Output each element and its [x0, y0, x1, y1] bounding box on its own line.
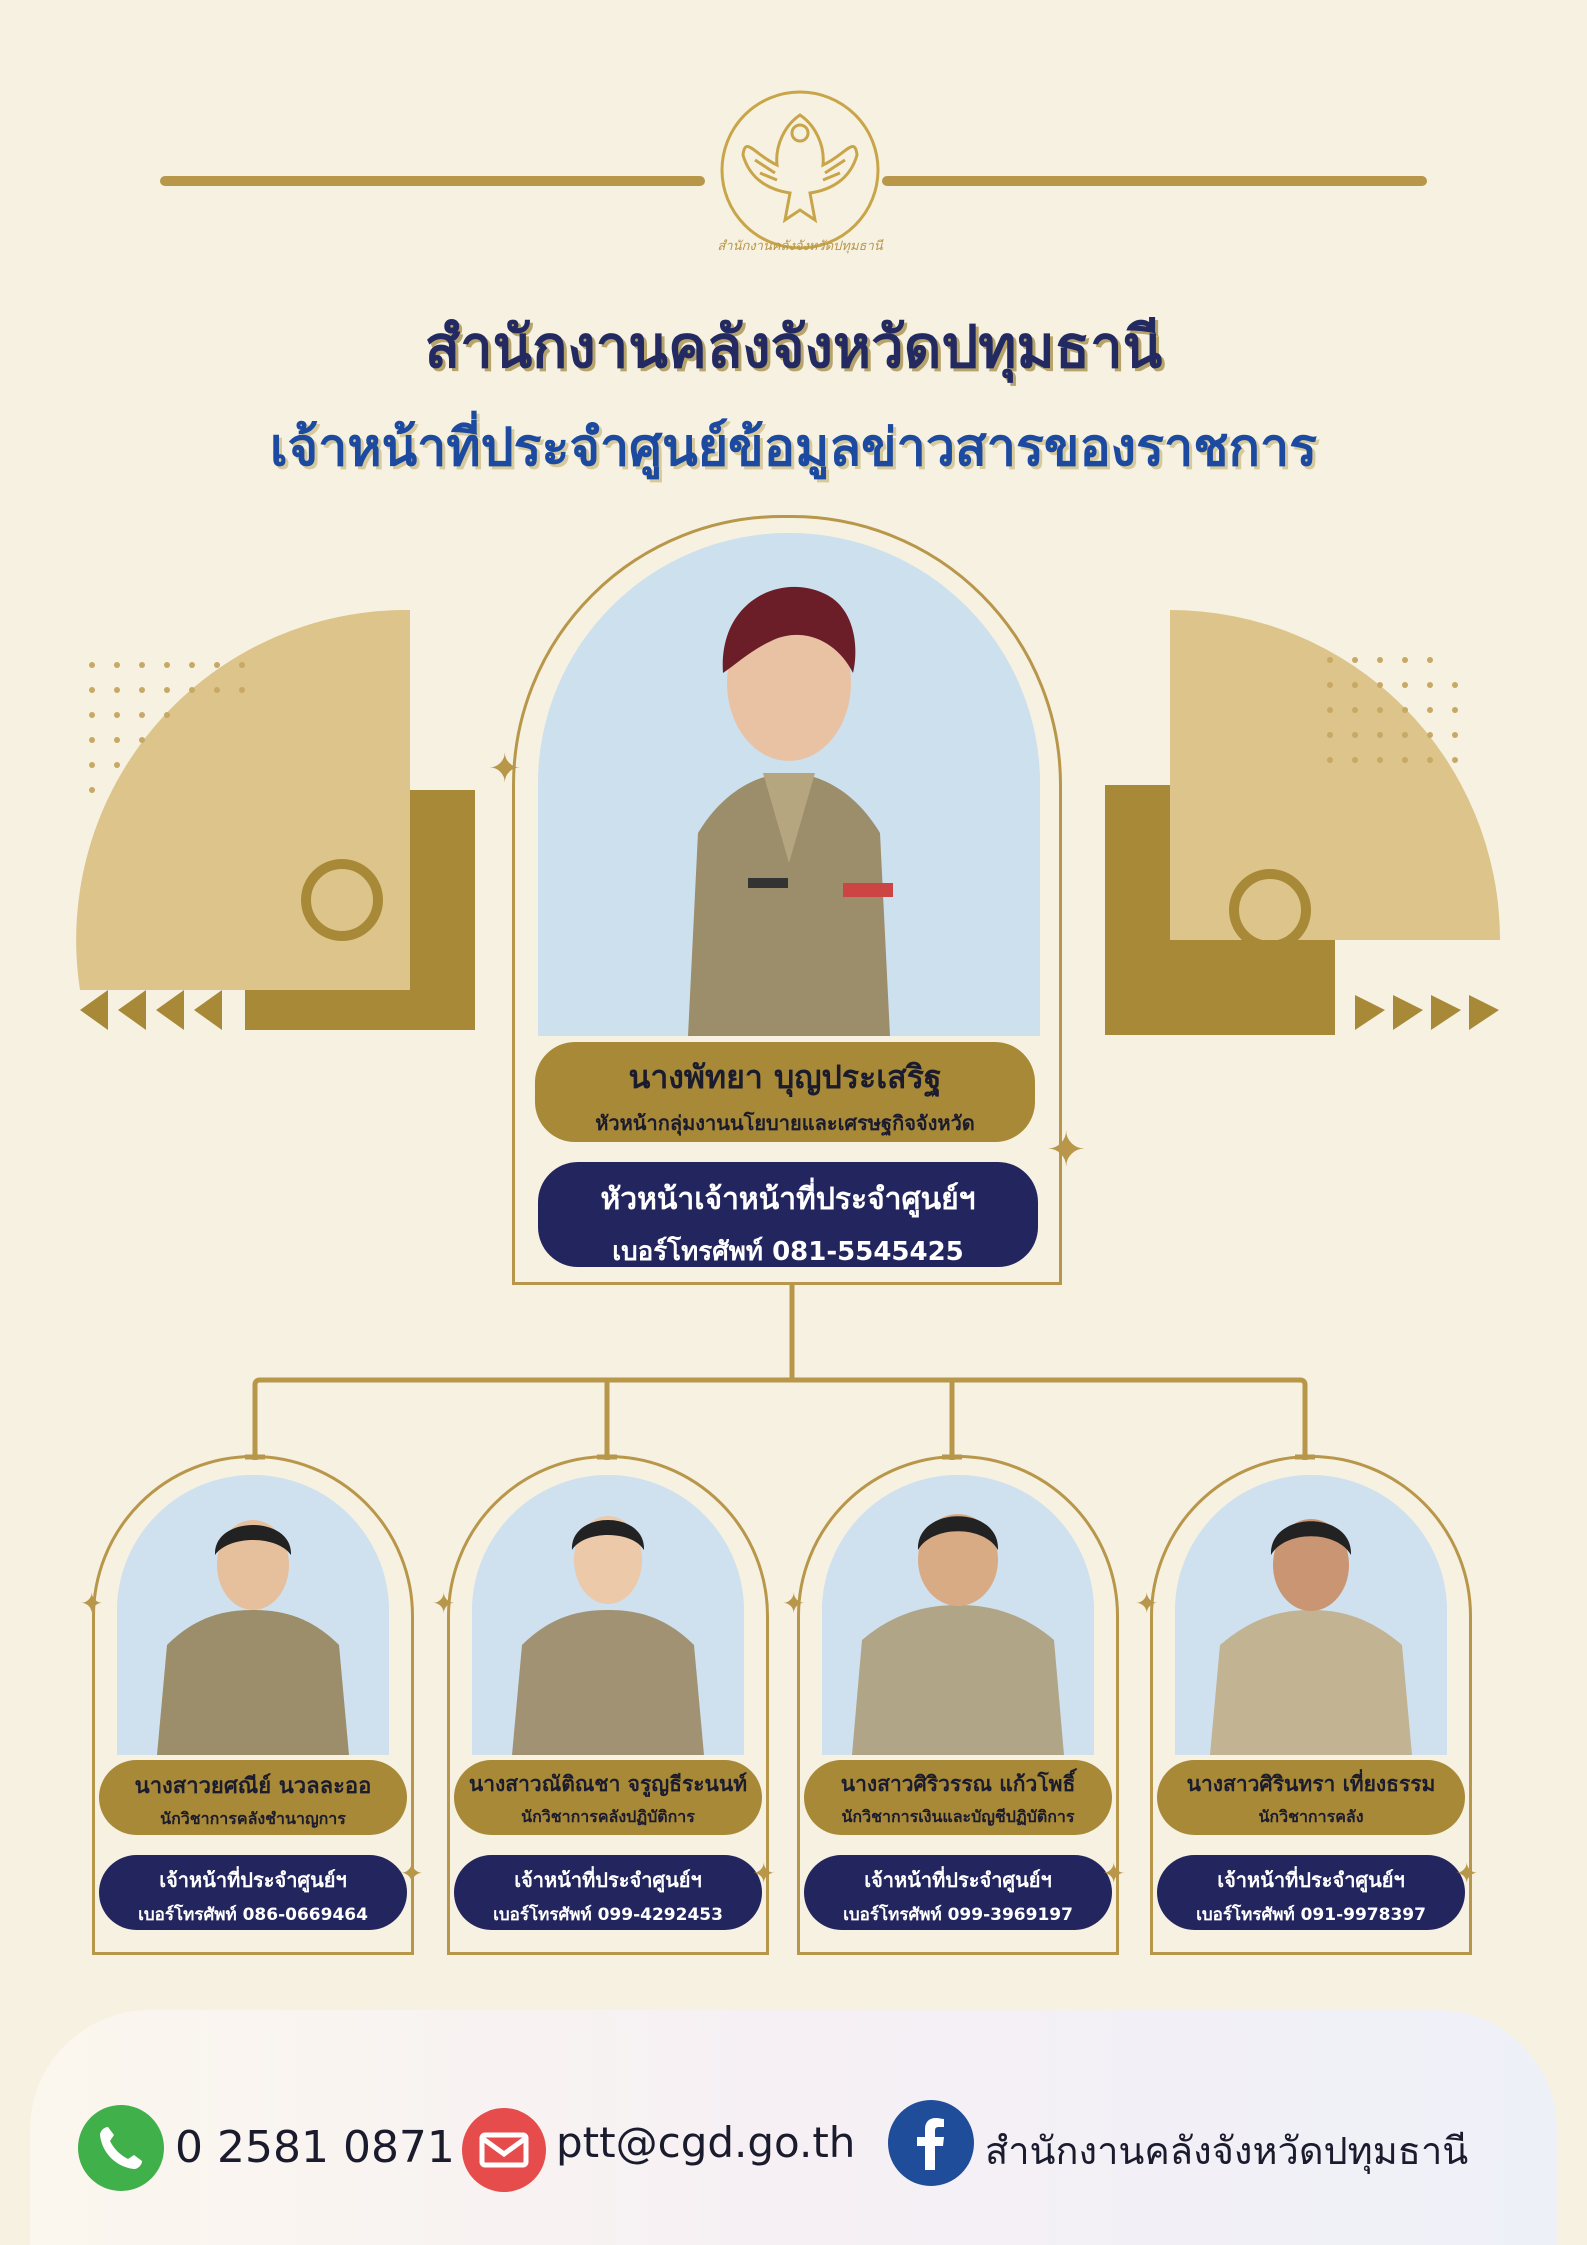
left-decoration	[76, 610, 475, 1030]
staff-photo	[822, 1475, 1094, 1755]
right-decoration	[1105, 610, 1500, 1035]
staff-rolebox: เจ้าหน้าที่ประจำศูนย์ฯ เบอร์โทรศัพท์ 099…	[804, 1855, 1112, 1930]
head-officer-phone: เบอร์โทรศัพท์ 081-5545425	[612, 1237, 964, 1267]
staff-frame	[447, 1455, 769, 1955]
staff-name: นางสาวศิรินทรา เที่ยงธรรม	[1186, 1772, 1436, 1796]
person-photo-icon	[538, 533, 1040, 1036]
emblem-caption: สำนักงานคลังจังหวัดปทุมธานี	[717, 239, 883, 254]
sparkle-icon: ✦	[1046, 1122, 1087, 1178]
staff-position: นักวิชาการคลังปฏิบัติการ	[521, 1807, 695, 1826]
staff-namebox: นางสาวณัติณชา จรูญธีระนนท์ นักวิชาการคลั…	[454, 1760, 762, 1835]
staff-photo	[1175, 1475, 1447, 1755]
head-officer-namebox: นางพัทยา บุญประเสริฐ หัวหน้ากลุ่มงานนโยบ…	[535, 1042, 1035, 1142]
staff-rolebox: เจ้าหน้าที่ประจำศูนย์ฯ เบอร์โทรศัพท์ 099…	[454, 1855, 762, 1930]
staff-card: นางสาวยศณีย์ นวลละออ นักวิชาการคลังชำนาญ…	[92, 1455, 414, 1955]
sparkle-icon: ✦	[432, 1587, 456, 1620]
phone-icon	[78, 2105, 164, 2191]
staff-name: นางสาวณัติณชา จรูญธีระนนท์	[468, 1772, 748, 1796]
staff-card: นางสาวณัติณชา จรูญธีระนนท์ นักวิชาการคลั…	[447, 1455, 769, 1955]
staff-role: เจ้าหน้าที่ประจำศูนย์ฯ	[864, 1868, 1052, 1892]
staff-frame	[92, 1455, 414, 1955]
garuda-emblem-icon	[720, 90, 880, 250]
head-officer-role: หัวหน้าเจ้าหน้าที่ประจำศูนย์ฯ	[600, 1182, 976, 1217]
header-line-right	[882, 176, 1427, 186]
staff-photo	[472, 1475, 744, 1755]
page-subtitle: เจ้าหน้าที่ประจำศูนย์ข้อมูลข่าวสารของราช…	[269, 418, 1318, 478]
head-officer-rolebox: หัวหน้าเจ้าหน้าที่ประจำศูนย์ฯ เบอร์โทรศั…	[538, 1162, 1038, 1267]
facebook-icon	[888, 2100, 974, 2186]
sparkle-icon: ✦	[488, 746, 522, 792]
staff-rolebox: เจ้าหน้าที่ประจำศูนย์ฯ เบอร์โทรศัพท์ 086…	[99, 1855, 407, 1930]
staff-card: นางสาวศิริวรรณ แก้วโพธิ์ นักวิชาการเงินแ…	[797, 1455, 1119, 1955]
staff-rolebox: เจ้าหน้าที่ประจำศูนย์ฯ เบอร์โทรศัพท์ 091…	[1157, 1855, 1465, 1930]
sparkle-icon: ✦	[1135, 1587, 1159, 1620]
staff-frame	[797, 1455, 1119, 1955]
head-officer-frame	[512, 515, 1062, 1285]
staff-position: นักวิชาการเงินและบัญชีปฏิบัติการ	[841, 1807, 1075, 1826]
sparkle-icon: ✦	[782, 1587, 806, 1620]
contact-phone[interactable]: 0 2581 0871	[175, 2122, 455, 2173]
person-photo-icon	[117, 1475, 389, 1755]
staff-role: เจ้าหน้าที่ประจำศูนย์ฯ	[514, 1868, 702, 1892]
staff-name: นางสาวยศณีย์ นวลละออ	[134, 1774, 372, 1799]
contact-email[interactable]: ptt@cgd.go.th	[556, 2118, 856, 2167]
sparkle-icon: ✦	[1102, 1857, 1126, 1890]
sparkle-icon: ✦	[1455, 1857, 1479, 1890]
sparkle-icon: ✦	[752, 1857, 776, 1890]
staff-namebox: นางสาวยศณีย์ นวลละออ นักวิชาการคลังชำนาญ…	[99, 1760, 407, 1835]
staff-namebox: นางสาวศิรินทรา เที่ยงธรรม นักวิชาการคลัง	[1157, 1760, 1465, 1835]
staff-name: นางสาวศิริวรรณ แก้วโพธิ์	[840, 1772, 1076, 1796]
staff-phone: เบอร์โทรศัพท์ 091-9978397	[1196, 1905, 1426, 1925]
head-officer-name: นางพัทยา บุญประเสริฐ	[628, 1058, 942, 1096]
sparkle-icon: ✦	[80, 1587, 104, 1620]
staff-phone: เบอร์โทรศัพท์ 086-0669464	[138, 1905, 368, 1925]
mail-icon	[462, 2108, 546, 2192]
staff-frame	[1150, 1455, 1472, 1955]
staff-role: เจ้าหน้าที่ประจำศูนย์ฯ	[159, 1868, 347, 1892]
person-photo-icon	[1175, 1475, 1447, 1755]
staff-card: นางสาวศิรินทรา เที่ยงธรรม นักวิชาการคลัง…	[1150, 1455, 1472, 1955]
header-line-left	[160, 176, 705, 186]
staff-namebox: นางสาวศิริวรรณ แก้วโพธิ์ นักวิชาการเงินแ…	[804, 1760, 1112, 1835]
staff-phone: เบอร์โทรศัพท์ 099-3969197	[843, 1905, 1073, 1925]
footer-panel	[30, 2010, 1557, 2245]
org-connector	[245, 1285, 1315, 1460]
staff-photo	[117, 1475, 389, 1755]
head-officer-position: หัวหน้ากลุ่มงานนโยบายและเศรษฐกิจจังหวัด	[595, 1111, 975, 1135]
emblem	[715, 85, 885, 255]
person-photo-icon	[822, 1475, 1094, 1755]
staff-position: นักวิชาการคลัง	[1258, 1807, 1364, 1826]
staff-phone: เบอร์โทรศัพท์ 099-4292453	[493, 1905, 723, 1925]
staff-role: เจ้าหน้าที่ประจำศูนย์ฯ	[1217, 1868, 1405, 1892]
page-title: สำนักงานคลังจังหวัดปทุมธานี	[424, 313, 1163, 381]
staff-position: นักวิชาการคลังชำนาญการ	[160, 1809, 346, 1828]
sparkle-icon: ✦	[400, 1857, 424, 1890]
person-photo-icon	[472, 1475, 744, 1755]
contact-facebook[interactable]: สำนักงานคลังจังหวัดปทุมธานี	[985, 2129, 1469, 2173]
head-officer-photo	[538, 533, 1040, 1036]
